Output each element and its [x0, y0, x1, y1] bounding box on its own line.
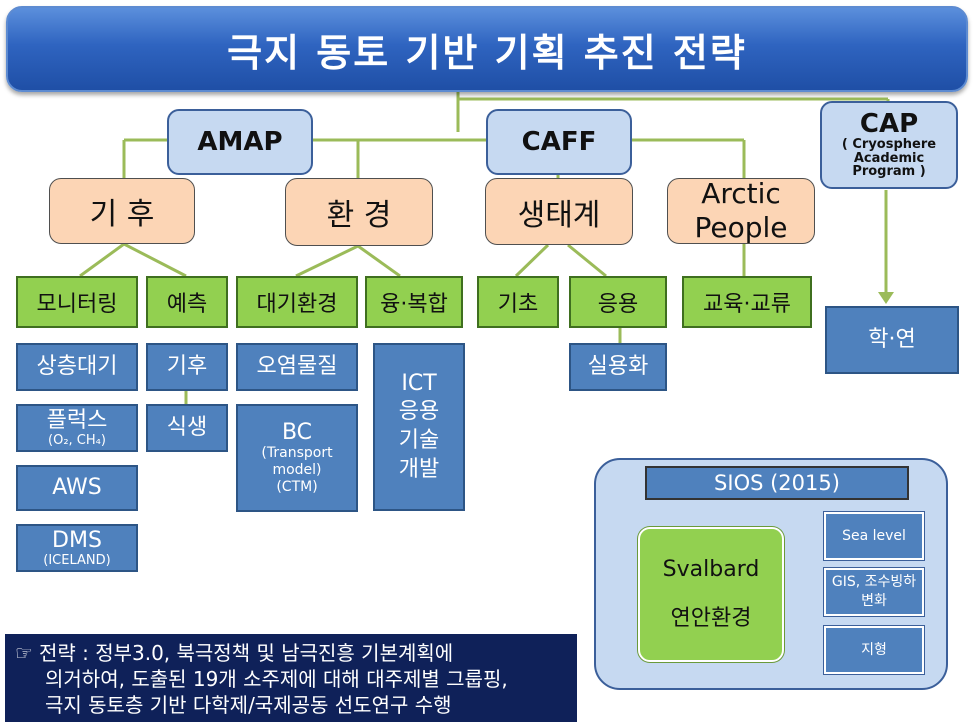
bc-sub-line3: (CTM) — [276, 479, 318, 496]
item-ict: ICT 응용 기술 개발 — [373, 343, 465, 511]
svalbard-line2: 연안환경 — [670, 606, 752, 631]
svalbard-line1: Svalbard — [662, 557, 760, 582]
flux-sub: (O₂, CH₄) — [48, 432, 106, 448]
sios-title: SIOS (2015) — [645, 466, 909, 500]
gis-line2: 변화 — [861, 593, 887, 609]
strategy-box: ☞전략 : 정부3.0, 북극정책 및 남극진흥 기본계획에 의거하여, 도출된… — [5, 634, 577, 722]
org-amap: AMAP — [167, 109, 313, 175]
flux-label: 플럭스 — [46, 408, 108, 434]
ict-line3: 기술 — [398, 428, 440, 453]
item-flux: 플럭스 (O₂, CH₄) — [16, 404, 138, 452]
ict-line4: 개발 — [398, 456, 440, 482]
org-cap: CAP ( Cryosphere Academic Program ) — [820, 101, 958, 189]
sub-edu-exchange: 교육·교류 — [682, 276, 812, 328]
item-bc: BC (Transport model) (CTM) — [236, 404, 358, 512]
cap-sub-line1: ( Cryosphere — [841, 137, 937, 153]
strategy-line3: 극지 동토층 기반 다학제/국제공동 선도연구 수행 — [45, 693, 452, 717]
sios-terrain: 지형 — [824, 626, 924, 674]
cap-sub-line3: Program ) — [852, 164, 926, 180]
page-title: 극지 동토 기반 기획 추진 전략 — [6, 6, 968, 92]
sub-academia: 학·연 — [825, 306, 959, 374]
category-arctic-people: Arctic People — [667, 177, 815, 244]
sub-basic: 기초 — [477, 276, 559, 328]
item-dms: DMS (ICELAND) — [16, 524, 138, 572]
sub-monitoring: 모니터링 — [16, 276, 138, 328]
item-pollutant: 오염물질 — [236, 343, 358, 391]
sios-sea-level: Sea level — [824, 512, 924, 560]
strategy-text1: 전략 : 정부3.0, 북극정책 및 남극진흥 기본계획에 — [38, 641, 454, 665]
item-upper-atmos: 상층대기 — [16, 343, 138, 391]
category-ecosystem: 생태계 — [485, 178, 633, 245]
dms-sub: (ICELAND) — [43, 552, 111, 568]
strategy-line2: 의거하여, 도출된 19개 소주제에 대해 대주제별 그룹핑, — [45, 667, 508, 691]
org-caff: CAFF — [486, 109, 632, 175]
item-vegetation: 식생 — [146, 404, 228, 452]
category-climate: 기 후 — [49, 178, 195, 244]
strategy-line1: ☞전략 : 정부3.0, 북극정책 및 남극진흥 기본계획에 — [15, 640, 565, 666]
item-practical: 실용화 — [569, 343, 667, 391]
item-climate: 기후 — [146, 343, 228, 391]
bc-sub-line2: model) — [272, 462, 322, 479]
category-environment: 환 경 — [285, 178, 433, 246]
cap-sub-line2: Academic — [853, 150, 925, 166]
arctic-people-line2: People — [694, 211, 788, 244]
dms-label: DMS — [52, 528, 102, 554]
ict-line2: 응용 — [398, 399, 440, 425]
sub-convergence: 융·복합 — [365, 276, 463, 328]
arctic-people-line1: Arctic — [701, 177, 781, 211]
pointing-hand-icon: ☞ — [15, 641, 33, 665]
sub-applied: 응용 — [569, 276, 667, 328]
sub-forecast: 예측 — [146, 276, 228, 328]
bc-sub-line1: (Transport — [261, 445, 333, 462]
sios-svalbard: Svalbard 연안환경 — [638, 527, 784, 662]
sios-gis-glacier: GIS, 조수빙하 변화 — [824, 568, 924, 616]
ict-line1: ICT — [401, 370, 437, 396]
gis-line1: GIS, 조수빙하 — [831, 574, 917, 591]
item-aws: AWS — [16, 465, 138, 511]
bc-label: BC — [281, 420, 313, 446]
cap-label: CAP — [859, 108, 919, 139]
sub-atmos-env: 대기환경 — [236, 276, 358, 328]
